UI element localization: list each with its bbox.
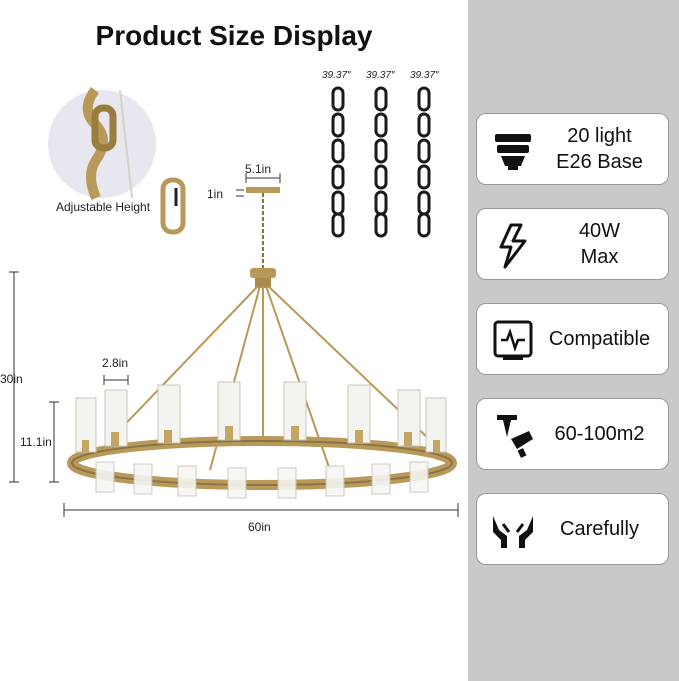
chandelier-ring bbox=[67, 436, 457, 490]
page-title: Product Size Display bbox=[95, 20, 373, 51]
chain-2 bbox=[374, 86, 388, 238]
dimension-lines bbox=[9, 173, 459, 517]
canopy-height-label: 1in bbox=[207, 187, 224, 201]
feature-card-area: 60-100m2 bbox=[476, 398, 669, 470]
lightning-icon bbox=[499, 223, 527, 269]
chain-length-2: 39.37″ bbox=[366, 70, 395, 81]
diameter-label: 60in bbox=[248, 520, 271, 534]
canopy bbox=[246, 187, 280, 288]
feature-label-area: 60-100m2 bbox=[554, 423, 645, 445]
chain-3 bbox=[417, 86, 431, 238]
shade-width-label: 2.8in bbox=[102, 356, 129, 370]
glass-shades-front bbox=[95, 461, 429, 499]
chain-length-1: 39.37″ bbox=[322, 70, 351, 81]
adjustable-height-caption: Adjustable Height bbox=[56, 200, 151, 214]
hanging-chains bbox=[331, 86, 431, 238]
chain-length-3: 39.37″ bbox=[410, 70, 439, 81]
bulb-base-icon bbox=[495, 134, 531, 170]
feature-label-careful: Carefully bbox=[560, 518, 639, 540]
quick-link-icon bbox=[160, 177, 186, 235]
careful-hands-icon bbox=[493, 516, 533, 548]
feature-card-careful: Carefully bbox=[476, 493, 669, 565]
candle-sockets bbox=[82, 426, 440, 452]
feature-card-compatible: Compatible bbox=[476, 303, 669, 375]
ring-height-label: 11.1in bbox=[20, 435, 52, 449]
total-height-label: 30in bbox=[0, 372, 23, 386]
chain-1 bbox=[331, 86, 345, 238]
certificate-icon bbox=[493, 320, 533, 360]
chain-closeup-inset bbox=[48, 87, 156, 200]
canopy-width-label: 5.1in bbox=[245, 162, 272, 176]
ceiling-light-icon bbox=[497, 415, 533, 458]
feature-label-compatible: Compatible bbox=[548, 328, 651, 350]
